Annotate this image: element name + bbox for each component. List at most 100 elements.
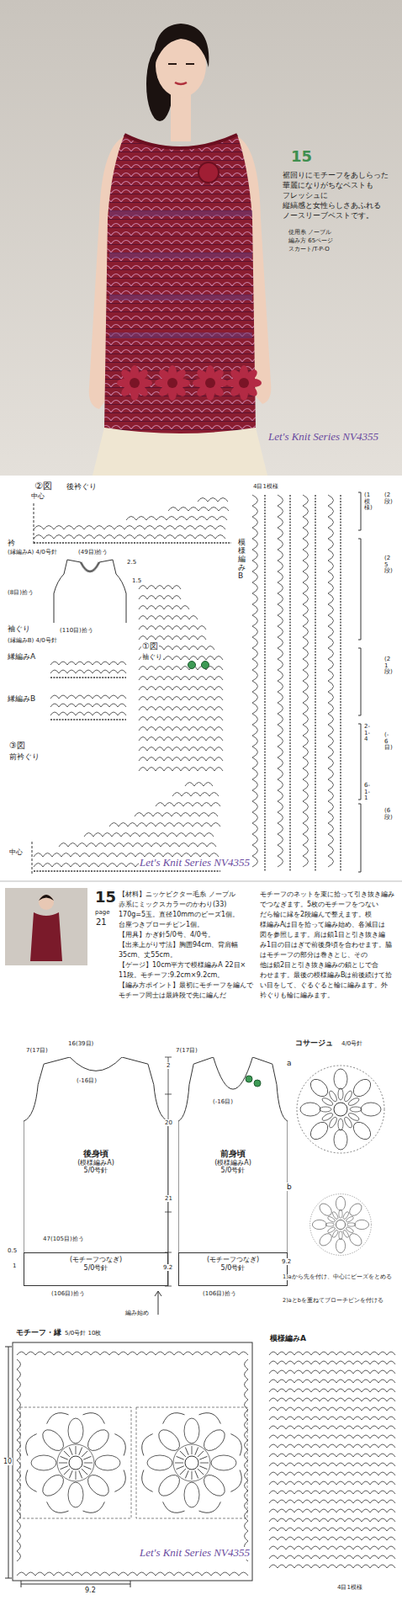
node-text: 前身頃(模様編みA)5/0号針 [178, 1147, 288, 1175]
chain-loop [343, 1089, 354, 1102]
net-loop [230, 1468, 245, 1493]
vest-neckband [124, 134, 238, 149]
instruction-text: 様編みAは目を拾って編み始め、各減目は [259, 920, 387, 928]
petal [84, 1470, 113, 1499]
stitch [83, 1465, 91, 1469]
chart-label: コサージュ [294, 1037, 334, 1047]
chart-label: 6-1-1 [363, 782, 371, 802]
stitch [195, 1446, 199, 1455]
dimension-tick [164, 1211, 172, 1212]
chart-label: 21 [95, 916, 108, 927]
petal [335, 1195, 345, 1210]
stitch [185, 1446, 189, 1455]
chain-loop [327, 1115, 339, 1128]
garment-piece: 後身頃(模様編みA)5/0号針(モチーフつなぎ)5/0号針 [23, 1056, 169, 1286]
chain-row [50, 676, 127, 678]
chart-label: 模様編みA [269, 1332, 307, 1342]
chart-label: 20 [163, 1118, 174, 1126]
chart-label: 0.5 [6, 1246, 18, 1254]
stitch [68, 1446, 73, 1455]
center-ring [185, 1454, 199, 1469]
caption-text: ノースリーブベストです。 [281, 211, 375, 221]
instruction-text: 台座つきブローチピン1個。 [117, 920, 205, 928]
brooch [198, 162, 219, 183]
chart-label: 2.5 [126, 558, 138, 566]
flower-motif [154, 364, 191, 401]
center-line [31, 841, 33, 875]
chain-loop [338, 1230, 343, 1239]
thumbnail-vest [30, 911, 63, 961]
stitch [185, 1469, 189, 1477]
stitch [191, 1470, 193, 1479]
crochet-vest [104, 134, 256, 434]
chain-loop [347, 1221, 356, 1226]
ring [335, 1218, 345, 1228]
chain-loop [331, 1228, 339, 1238]
chart-label: 中心 [8, 847, 24, 856]
chart-label: 4/0号針 [340, 1039, 364, 1047]
caption-text: フレッシュに [281, 191, 329, 201]
node-note: 5/0号針 [23, 1165, 169, 1175]
caption-text: 使用糸 ノーブル [287, 228, 333, 236]
chart-label: モチーフ・縁 [15, 1327, 63, 1336]
petal [200, 1470, 229, 1499]
chart-label: 模様編みB [237, 538, 247, 580]
center-ring [68, 1454, 83, 1469]
caption-text: 裾回りにモチーフをあしらった [281, 171, 390, 180]
chain-row [33, 541, 232, 544]
chart-label: (縁編みA) 4/0号針 [6, 548, 59, 556]
net-loop [82, 1500, 107, 1515]
petal [154, 1424, 184, 1454]
chart-label: 袖ぐり [6, 624, 32, 633]
instruction-text: 【用具】かぎ針5/0号、4/0号。 [117, 930, 216, 938]
petal [317, 1200, 334, 1217]
chart-label: b [285, 1181, 293, 1191]
stitch [81, 1449, 88, 1456]
chart-label: 中心 [30, 491, 46, 500]
net-loop [44, 1500, 69, 1515]
watermark: Let's Knit Series NV4355 [138, 1545, 251, 1559]
chart-label: (8目)拾う [6, 588, 35, 596]
stitch [60, 1454, 69, 1459]
schematic-outline [53, 559, 127, 623]
motif-frame [12, 1341, 253, 1580]
bracket [358, 538, 361, 640]
chain-loop [343, 1115, 354, 1128]
chain-loop [338, 1117, 344, 1130]
chart-label: (-6目) [383, 731, 392, 752]
instruction-text: でつなぎます。5枚のモチーフをつない [259, 899, 380, 908]
petal [306, 1074, 331, 1099]
stitch [83, 1454, 91, 1459]
stitch [75, 1444, 77, 1454]
dimension-tick [164, 1056, 172, 1058]
chart-label: 縁編みA [6, 651, 37, 661]
chart-label: (1模様) [363, 491, 371, 512]
node-text: (モチーフつなぎ)5/0号針 [179, 1254, 287, 1271]
stitch [200, 1461, 209, 1463]
chart-label: (21段) [383, 655, 392, 676]
bracket [358, 803, 361, 872]
motif-center [205, 377, 216, 388]
chart-label: 縁編みB [6, 693, 37, 703]
chain-loop [331, 1210, 339, 1220]
stitch [176, 1465, 185, 1469]
vest-stripe [109, 332, 253, 339]
node-title: (モチーフつなぎ) [179, 1254, 287, 1264]
instruction-text: 【出来上がり寸法】胸囲94cm、背肩幅 [117, 940, 239, 948]
chart-label: 1.5 [131, 576, 143, 584]
chart-label: 10 [2, 1456, 13, 1465]
chain-loop [319, 1105, 332, 1111]
net-loop [137, 1430, 153, 1455]
stitch [176, 1454, 185, 1459]
stitch [199, 1465, 207, 1469]
instruction-text: わせます。最後の模様編みBは前後続けて拾 [259, 970, 394, 979]
chart-label: 2 [165, 1061, 171, 1069]
motif-chart [136, 1406, 248, 1518]
chain-loop [338, 1087, 344, 1100]
collar-band [80, 561, 100, 572]
node-title: 後身頃 [23, 1147, 169, 1159]
bead [188, 661, 196, 669]
node-note: (模様編みA) [23, 1158, 169, 1167]
petal [347, 1200, 365, 1217]
